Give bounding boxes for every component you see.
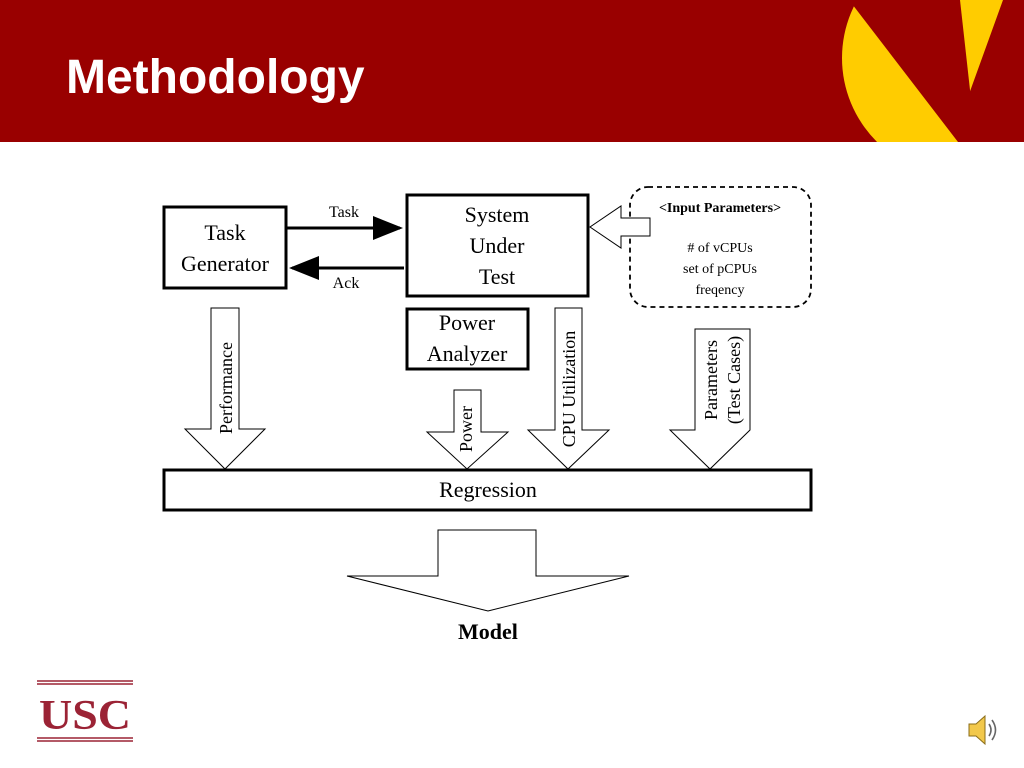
performance-label: Performance xyxy=(216,342,236,434)
power-arrow: Power xyxy=(425,389,510,470)
sut-label-3: Test xyxy=(479,264,515,289)
cpu-utilization-label: CPU Utilization xyxy=(559,331,579,448)
ack-edge-label: Ack xyxy=(333,275,360,292)
input-param-vcpus: # of vCPUs xyxy=(687,241,752,256)
regression-label: Regression xyxy=(439,477,537,502)
performance-arrow: Performance xyxy=(183,307,267,470)
task-generator-label-1: Task xyxy=(204,220,245,245)
model-label: Model xyxy=(458,619,518,644)
input-parameters-header: <Input Parameters> xyxy=(659,201,781,216)
cpu-utilization-arrow: CPU Utilization xyxy=(526,307,611,470)
task-edge-label: Task xyxy=(329,204,359,221)
input-to-sut-arrow xyxy=(589,205,651,249)
task-generator-label-2: Generator xyxy=(181,251,270,276)
parameters-label-1: Parameters xyxy=(701,340,721,420)
parameters-arrow: Parameters (Test Cases) xyxy=(668,328,751,470)
power-analyzer-label-1: Power xyxy=(439,310,496,335)
sut-label-1: System xyxy=(465,202,530,227)
speaker-icon[interactable] xyxy=(966,712,1000,748)
power-analyzer-label-2: Analyzer xyxy=(427,341,508,366)
system-under-test-box: System Under Test xyxy=(405,193,590,298)
slide-title: Methodology xyxy=(66,51,365,104)
parameters-label-2: (Test Cases) xyxy=(724,336,745,424)
input-parameters-box: <Input Parameters> # of vCPUs set of pCP… xyxy=(629,186,812,308)
usc-logo: USC xyxy=(37,680,133,742)
viterbi-v-logo xyxy=(842,0,1024,142)
sut-label-2: Under xyxy=(470,233,526,258)
power-analyzer-box: Power Analyzer xyxy=(405,307,530,371)
input-param-frequency: freqency xyxy=(696,283,745,298)
regression-box: Regression xyxy=(162,468,813,512)
title-banner: Methodology xyxy=(0,0,1024,142)
task-generator-box: Task Generator xyxy=(162,205,288,290)
input-param-pcpus: set of pCPUs xyxy=(683,262,757,277)
power-label: Power xyxy=(456,406,476,452)
usc-logo-text: USC xyxy=(39,693,131,739)
regression-to-model-arrow xyxy=(346,529,630,612)
